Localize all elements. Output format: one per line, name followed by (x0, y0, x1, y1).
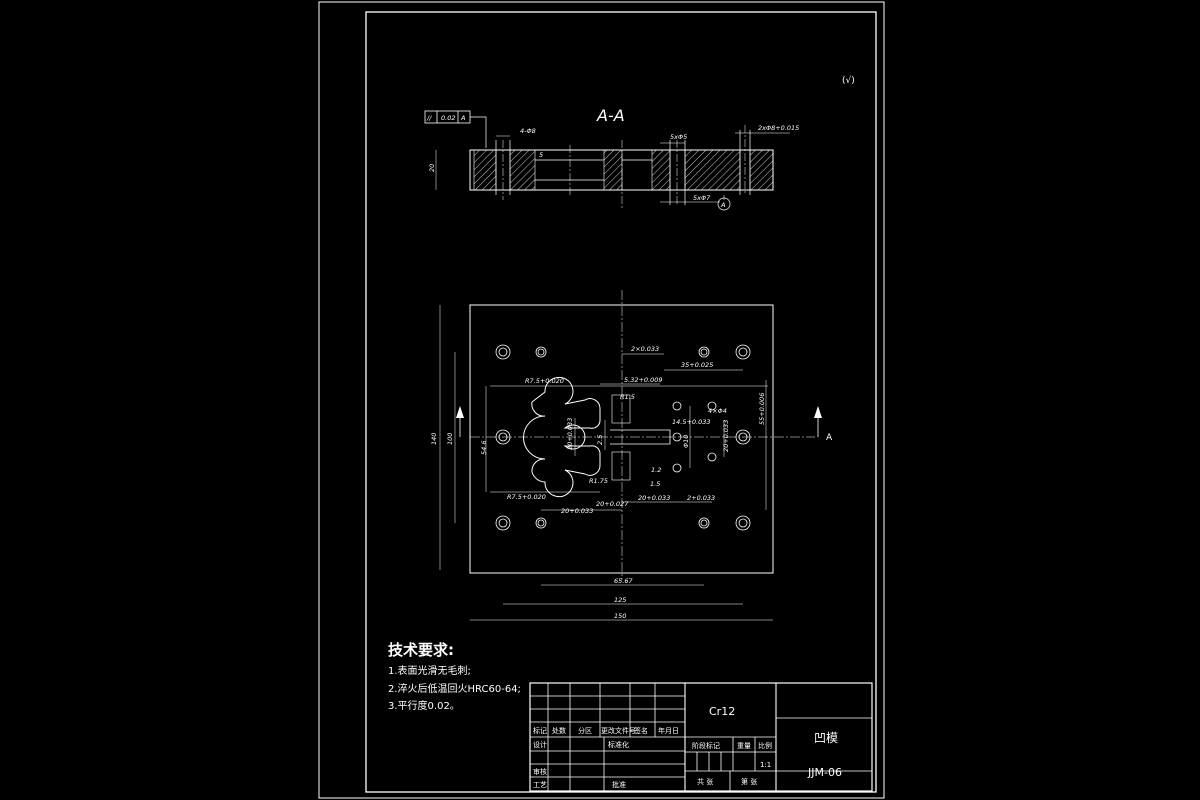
hatch-region (473, 149, 497, 191)
dim-label: 5.32+0.009 (624, 376, 663, 384)
approve-label: 批准 (612, 780, 626, 789)
scale-value: 1:1 (760, 761, 771, 769)
die-cavity-profile (523, 376, 601, 498)
section-arrow-label: A (826, 433, 833, 443)
section-title: A-A (596, 106, 625, 125)
tech-req-item: 3.平行度0.02。 (388, 699, 460, 712)
scale-label: 比例 (758, 741, 772, 750)
section-pin-dim2: 5xΦ7 (693, 194, 711, 202)
drawing-number: JJM-06 (807, 766, 842, 779)
section-pin-dim: 5xΦ5 (670, 133, 687, 141)
std-label: 标准化 (608, 740, 629, 749)
dim-label: 20+0.033 (566, 418, 574, 450)
section-view: A-A // 0.02 A (424, 106, 799, 211)
total-sheets: 共 张 (697, 777, 713, 786)
datum-bubble: A (720, 201, 725, 209)
dim-label: 14.5+0.033 (672, 418, 711, 426)
hatch-region (603, 149, 623, 191)
dim-label: 35+0.025 (681, 361, 713, 369)
dim-label: 55+0.006 (758, 393, 766, 425)
dim-label: 2.5 (596, 435, 604, 445)
row-label: 设计 (533, 740, 547, 749)
sheet-number: 第 张 (741, 777, 757, 786)
header-cell: 年月日 (658, 726, 679, 735)
dim-label: 2×0.033 (631, 345, 659, 353)
material: Cr12 (709, 705, 735, 718)
dim-label: 1.5 (650, 480, 660, 488)
dim-label: R7.5+0.020 (507, 493, 546, 501)
title-block-text: Cr12 凹模 JJM-06 标记 处数 分区 更改文件号 签名 年月日 设计 … (533, 705, 842, 789)
hatch-region (651, 149, 671, 191)
header-cell: 签名 (634, 726, 648, 735)
outer-border (318, 1, 885, 799)
tolerance-datum: A (460, 114, 465, 122)
section-height-dim: 20 (428, 164, 436, 172)
tolerance-value: 0.02 (441, 114, 455, 122)
dim-label: R1.5 (620, 393, 635, 401)
section-topright-dim: 2xΦ8+0.015 (758, 124, 799, 132)
surface-finish-mark: (√) (842, 75, 855, 86)
plan-plate-outline (469, 304, 774, 574)
dim-label: R7.5+0.020 (525, 377, 564, 385)
hatch-region (684, 149, 741, 191)
dim-label: 20+0.033 (722, 420, 730, 452)
section-depth-dim: 5 (539, 151, 543, 159)
part-name: 凹模 (814, 731, 838, 745)
tech-requirements: 技术要求: 1.表面光滑无毛刺; 2.淬火后低温回火HRC60-64; 3.平行… (388, 641, 521, 712)
dim-label: 150 (614, 612, 626, 620)
dim-label: 20+0.033 (638, 494, 670, 502)
section-holes-dim: 4-Φ8 (520, 127, 536, 135)
hatch-region (509, 149, 536, 191)
dim-label: Φ10 (682, 435, 690, 448)
tech-req-title: 技术要求: (388, 641, 454, 659)
tech-req-item: 2.淬火后低温回火HRC60-64; (388, 682, 521, 695)
dim-label: 125 (614, 596, 626, 604)
dim-label: 20+0.033 (561, 507, 593, 515)
dim-label: 100 (446, 433, 454, 445)
dim-label: R1.75 (589, 477, 608, 485)
hatch-region (749, 149, 774, 191)
weight-label: 重量 (737, 742, 751, 750)
header-cell: 更改文件号 (601, 726, 636, 735)
plan-view: A (430, 290, 833, 621)
header-cell: 标记 (533, 726, 547, 735)
dim-label: 1.2 (651, 466, 661, 474)
title-block (529, 682, 873, 792)
inner-border (365, 11, 877, 793)
tolerance-frame: // 0.02 A (424, 110, 487, 148)
dim-label: 2+0.033 (687, 494, 715, 502)
header-cell: 分区 (578, 726, 592, 735)
header-cell: 处数 (552, 726, 566, 735)
stage-label: 阶段标记 (692, 741, 720, 750)
row-label: 审核 (533, 767, 547, 776)
tolerance-symbol: // (426, 114, 432, 122)
dim-label: 20+0.027 (596, 500, 629, 508)
dim-label: 65.67 (614, 577, 633, 585)
tech-req-item: 1.表面光滑无毛刺; (388, 664, 471, 677)
row-label: 工艺 (533, 781, 547, 789)
dim-label: 4×Φ4 (708, 407, 727, 415)
dim-label: 54.6 (480, 441, 488, 455)
dim-label: 140 (430, 433, 438, 445)
